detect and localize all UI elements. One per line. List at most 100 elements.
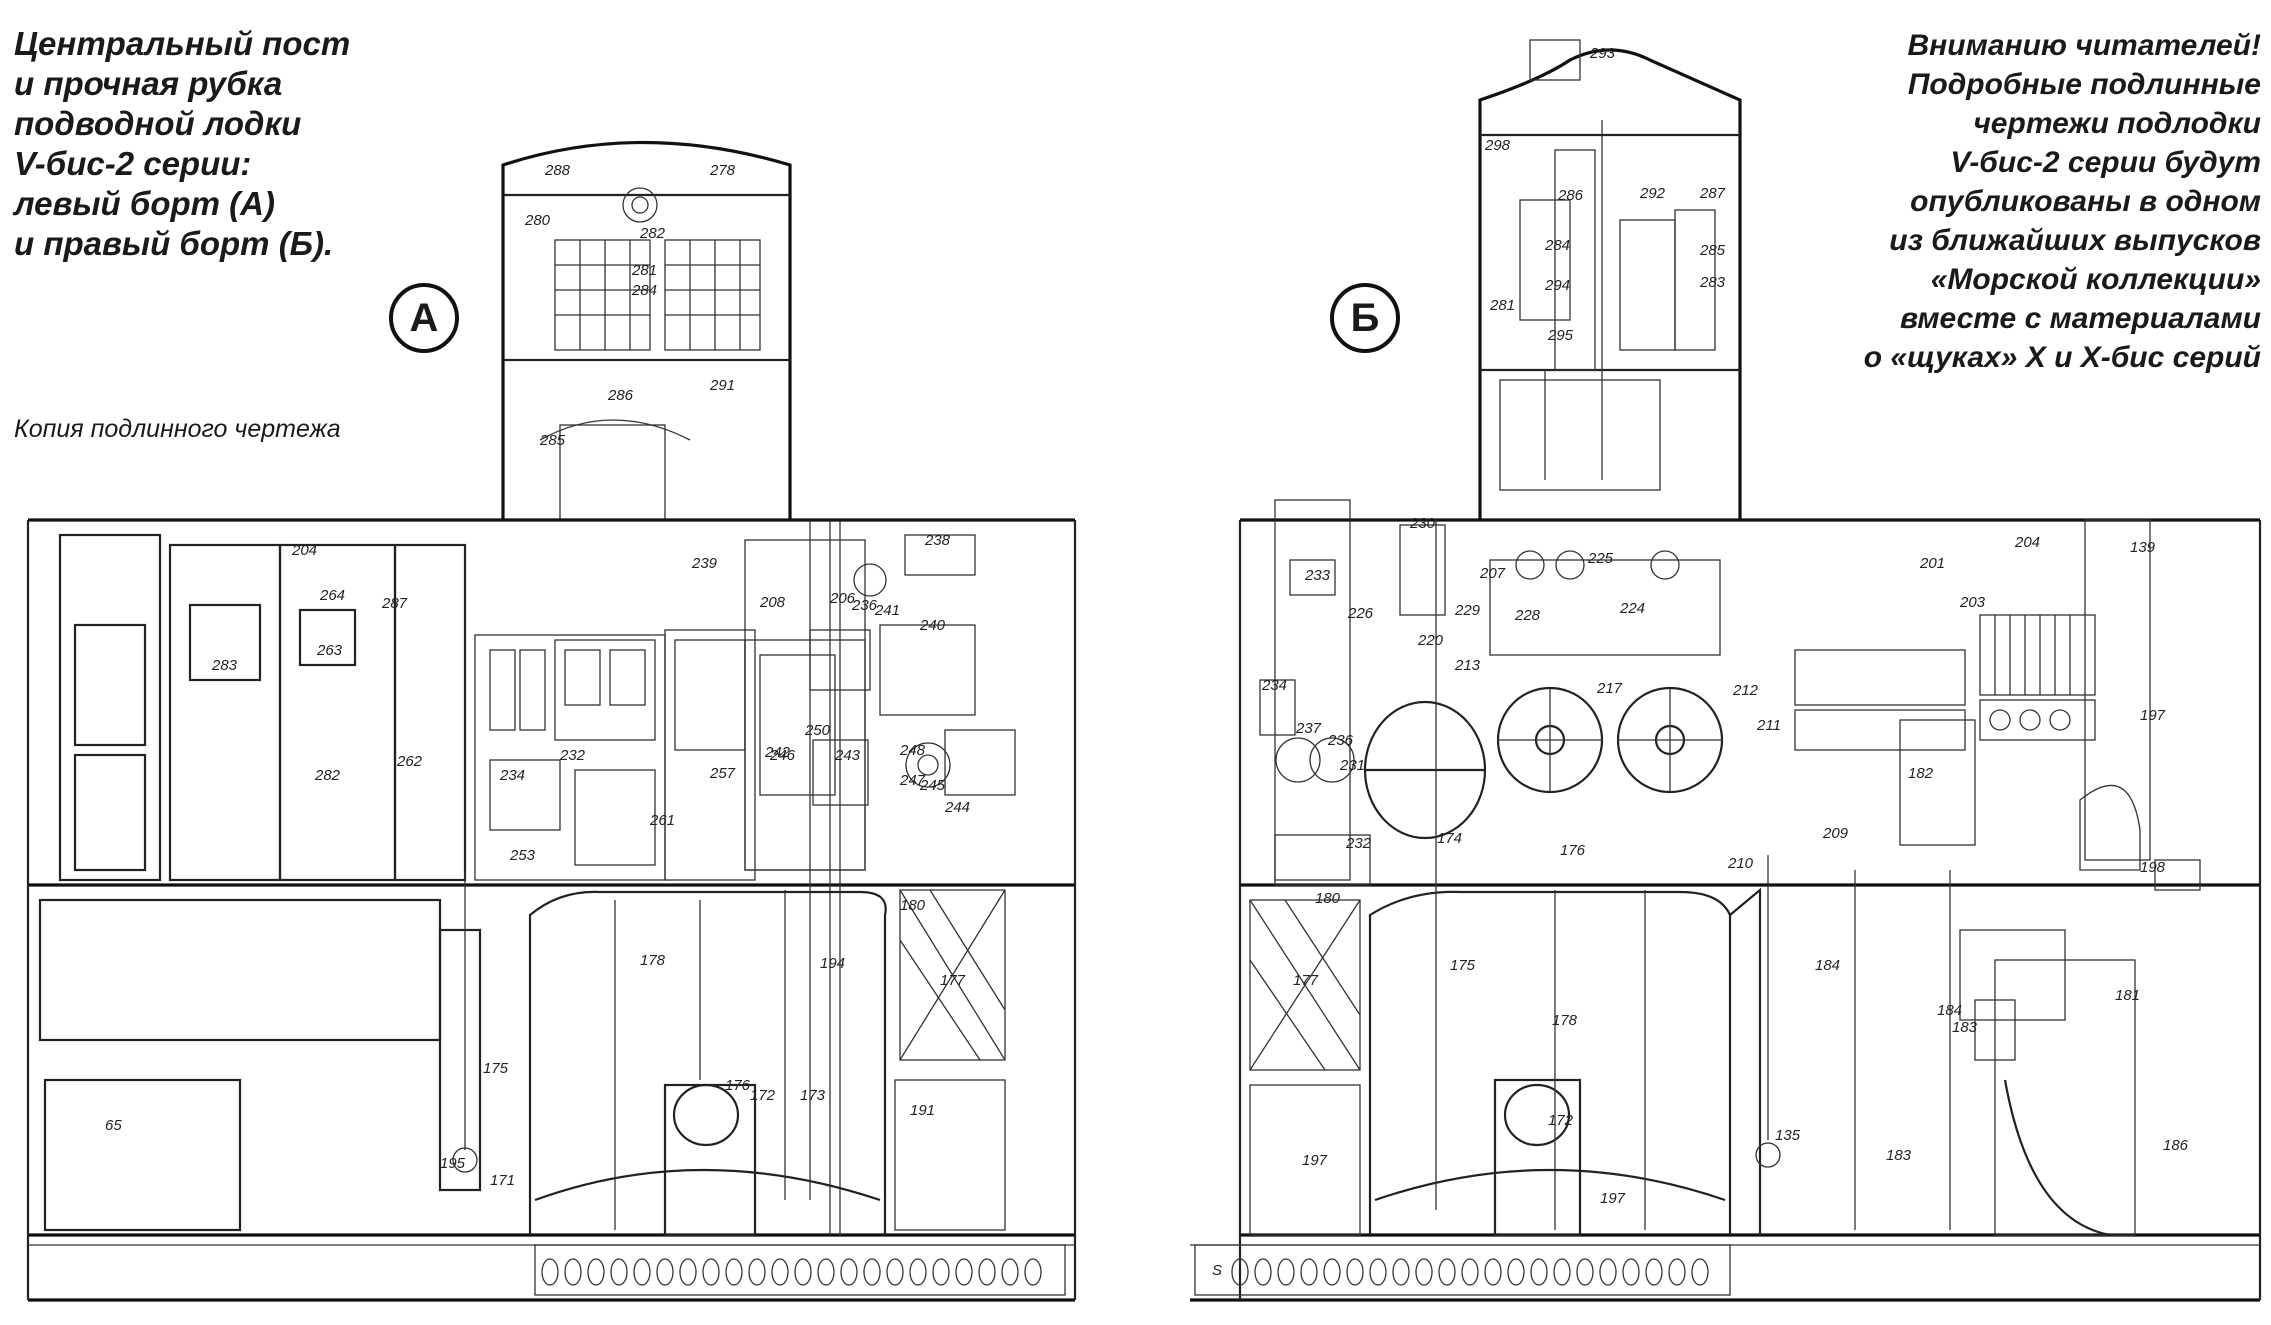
keel-opening [1530, 1258, 1548, 1286]
part-number-label: 282 [639, 225, 666, 242]
part-number-label: 237 [1295, 720, 1322, 737]
keel-opening [1599, 1258, 1617, 1286]
part-number-label: 204 [2014, 534, 2040, 551]
part-number-label: 172 [750, 1087, 776, 1104]
keel-opening [656, 1258, 674, 1286]
part-number-label: 232 [1345, 835, 1372, 852]
part-number-label: 247 [899, 772, 926, 789]
part-number-label: 225 [1587, 550, 1614, 567]
keel-opening [771, 1258, 789, 1286]
part-number-label: 288 [544, 162, 571, 179]
part-number-label: 284 [1544, 237, 1570, 254]
part-number-label: 236 [851, 597, 878, 614]
part-number-label: 231 [1339, 757, 1365, 774]
keel-opening [978, 1258, 996, 1286]
part-number-label: 228 [1514, 607, 1541, 624]
keel-circles-right [1231, 1258, 1709, 1286]
keel-circles-left [541, 1258, 1042, 1286]
keel-opening [541, 1258, 559, 1286]
part-number-label: 284 [631, 282, 657, 299]
part-number-label: 232 [559, 747, 586, 764]
copy-note: Копия подлинного чертежа [14, 415, 341, 443]
part-number-label: 198 [2140, 859, 2166, 876]
part-number-label: 287 [1699, 185, 1726, 202]
part-number-label: 171 [490, 1172, 515, 1189]
part-number-label: 224 [1619, 600, 1645, 617]
part-number-label: 244 [944, 799, 970, 816]
part-number-label: 262 [396, 753, 423, 770]
part-number-label: 194 [820, 955, 845, 972]
part-number-label: 209 [1822, 825, 1849, 842]
keel-opening [1461, 1258, 1479, 1286]
keel-opening [1231, 1258, 1249, 1286]
part-number-label: 197 [1600, 1190, 1626, 1207]
part-number-label: 283 [1699, 274, 1726, 291]
keel-opening [1438, 1258, 1456, 1286]
part-number-label: 208 [759, 594, 786, 611]
part-number-label: 283 [211, 657, 238, 674]
part-number-label: 175 [483, 1060, 509, 1077]
keel-opening [702, 1258, 720, 1286]
part-number-label: 285 [539, 432, 566, 449]
part-number-label: 242 [764, 744, 791, 761]
keel-opening [909, 1258, 927, 1286]
part-number-label: 197 [2140, 707, 2166, 724]
part-number-label: 184 [1815, 957, 1840, 974]
keel-opening [1415, 1258, 1433, 1286]
keel-opening [1645, 1258, 1663, 1286]
keel-opening [886, 1258, 904, 1286]
part-number-label: 177 [1293, 972, 1319, 989]
keel-opening [725, 1258, 743, 1286]
part-number-label: 286 [1557, 187, 1584, 204]
part-number-label: 173 [800, 1087, 826, 1104]
keel-opening [1300, 1258, 1318, 1286]
keel-opening [863, 1258, 881, 1286]
part-number-label: 212 [1732, 682, 1759, 699]
part-number-label: 174 [1437, 830, 1462, 847]
part-number-label: 181 [2115, 987, 2140, 1004]
part-number-label: 176 [725, 1077, 751, 1094]
part-number-label: 180 [900, 897, 926, 914]
part-number-label: 241 [874, 602, 900, 619]
part-number-label: 172 [1548, 1112, 1574, 1129]
right-board-drawing [1190, 39, 2262, 1302]
part-number-label: 234 [1261, 677, 1287, 694]
part-number-label: 201 [1919, 555, 1945, 572]
part-number-label: 293 [1589, 45, 1616, 62]
part-number-label: 240 [919, 617, 946, 634]
part-number-label: 210 [1727, 855, 1754, 872]
part-number-label: 203 [1959, 594, 1986, 611]
part-number-label: 248 [899, 742, 926, 759]
part-number-label: 183 [1952, 1019, 1978, 1036]
part-number-label: 191 [910, 1102, 935, 1119]
keel-opening [1622, 1258, 1640, 1286]
part-number-label: 264 [319, 587, 345, 604]
part-number-label: 206 [829, 590, 856, 607]
part-number-label: 226 [1347, 605, 1374, 622]
keel-opening [633, 1258, 651, 1286]
part-number-label: 239 [691, 555, 718, 572]
keel-opening [1346, 1258, 1364, 1286]
part-number-label: 178 [1552, 1012, 1578, 1029]
part-number-label: 243 [834, 747, 861, 764]
side-marker-b: Б [1330, 283, 1400, 353]
keel-opening [679, 1258, 697, 1286]
part-number-label: 246 [769, 747, 796, 764]
keel-opening [1277, 1258, 1295, 1286]
drawing-title: Центральный пост и прочная рубка подводн… [14, 25, 351, 262]
keel-opening [748, 1258, 766, 1286]
keel-opening [587, 1258, 605, 1286]
part-number-label: 278 [709, 162, 736, 179]
part-number-label: 263 [316, 642, 343, 659]
part-number-label: 204 [291, 542, 317, 559]
part-number-label: S [1212, 1262, 1222, 1279]
part-number-label: 250 [804, 722, 831, 739]
part-number-label: 65 [105, 1117, 122, 1134]
keel-opening [1553, 1258, 1571, 1286]
part-number-label: 292 [1639, 185, 1666, 202]
part-number-label: 183 [1886, 1147, 1912, 1164]
part-number-label: 298 [1484, 137, 1511, 154]
part-number-label: 281 [631, 262, 657, 279]
keel-opening [1001, 1258, 1019, 1286]
part-number-label: 177 [940, 972, 966, 989]
